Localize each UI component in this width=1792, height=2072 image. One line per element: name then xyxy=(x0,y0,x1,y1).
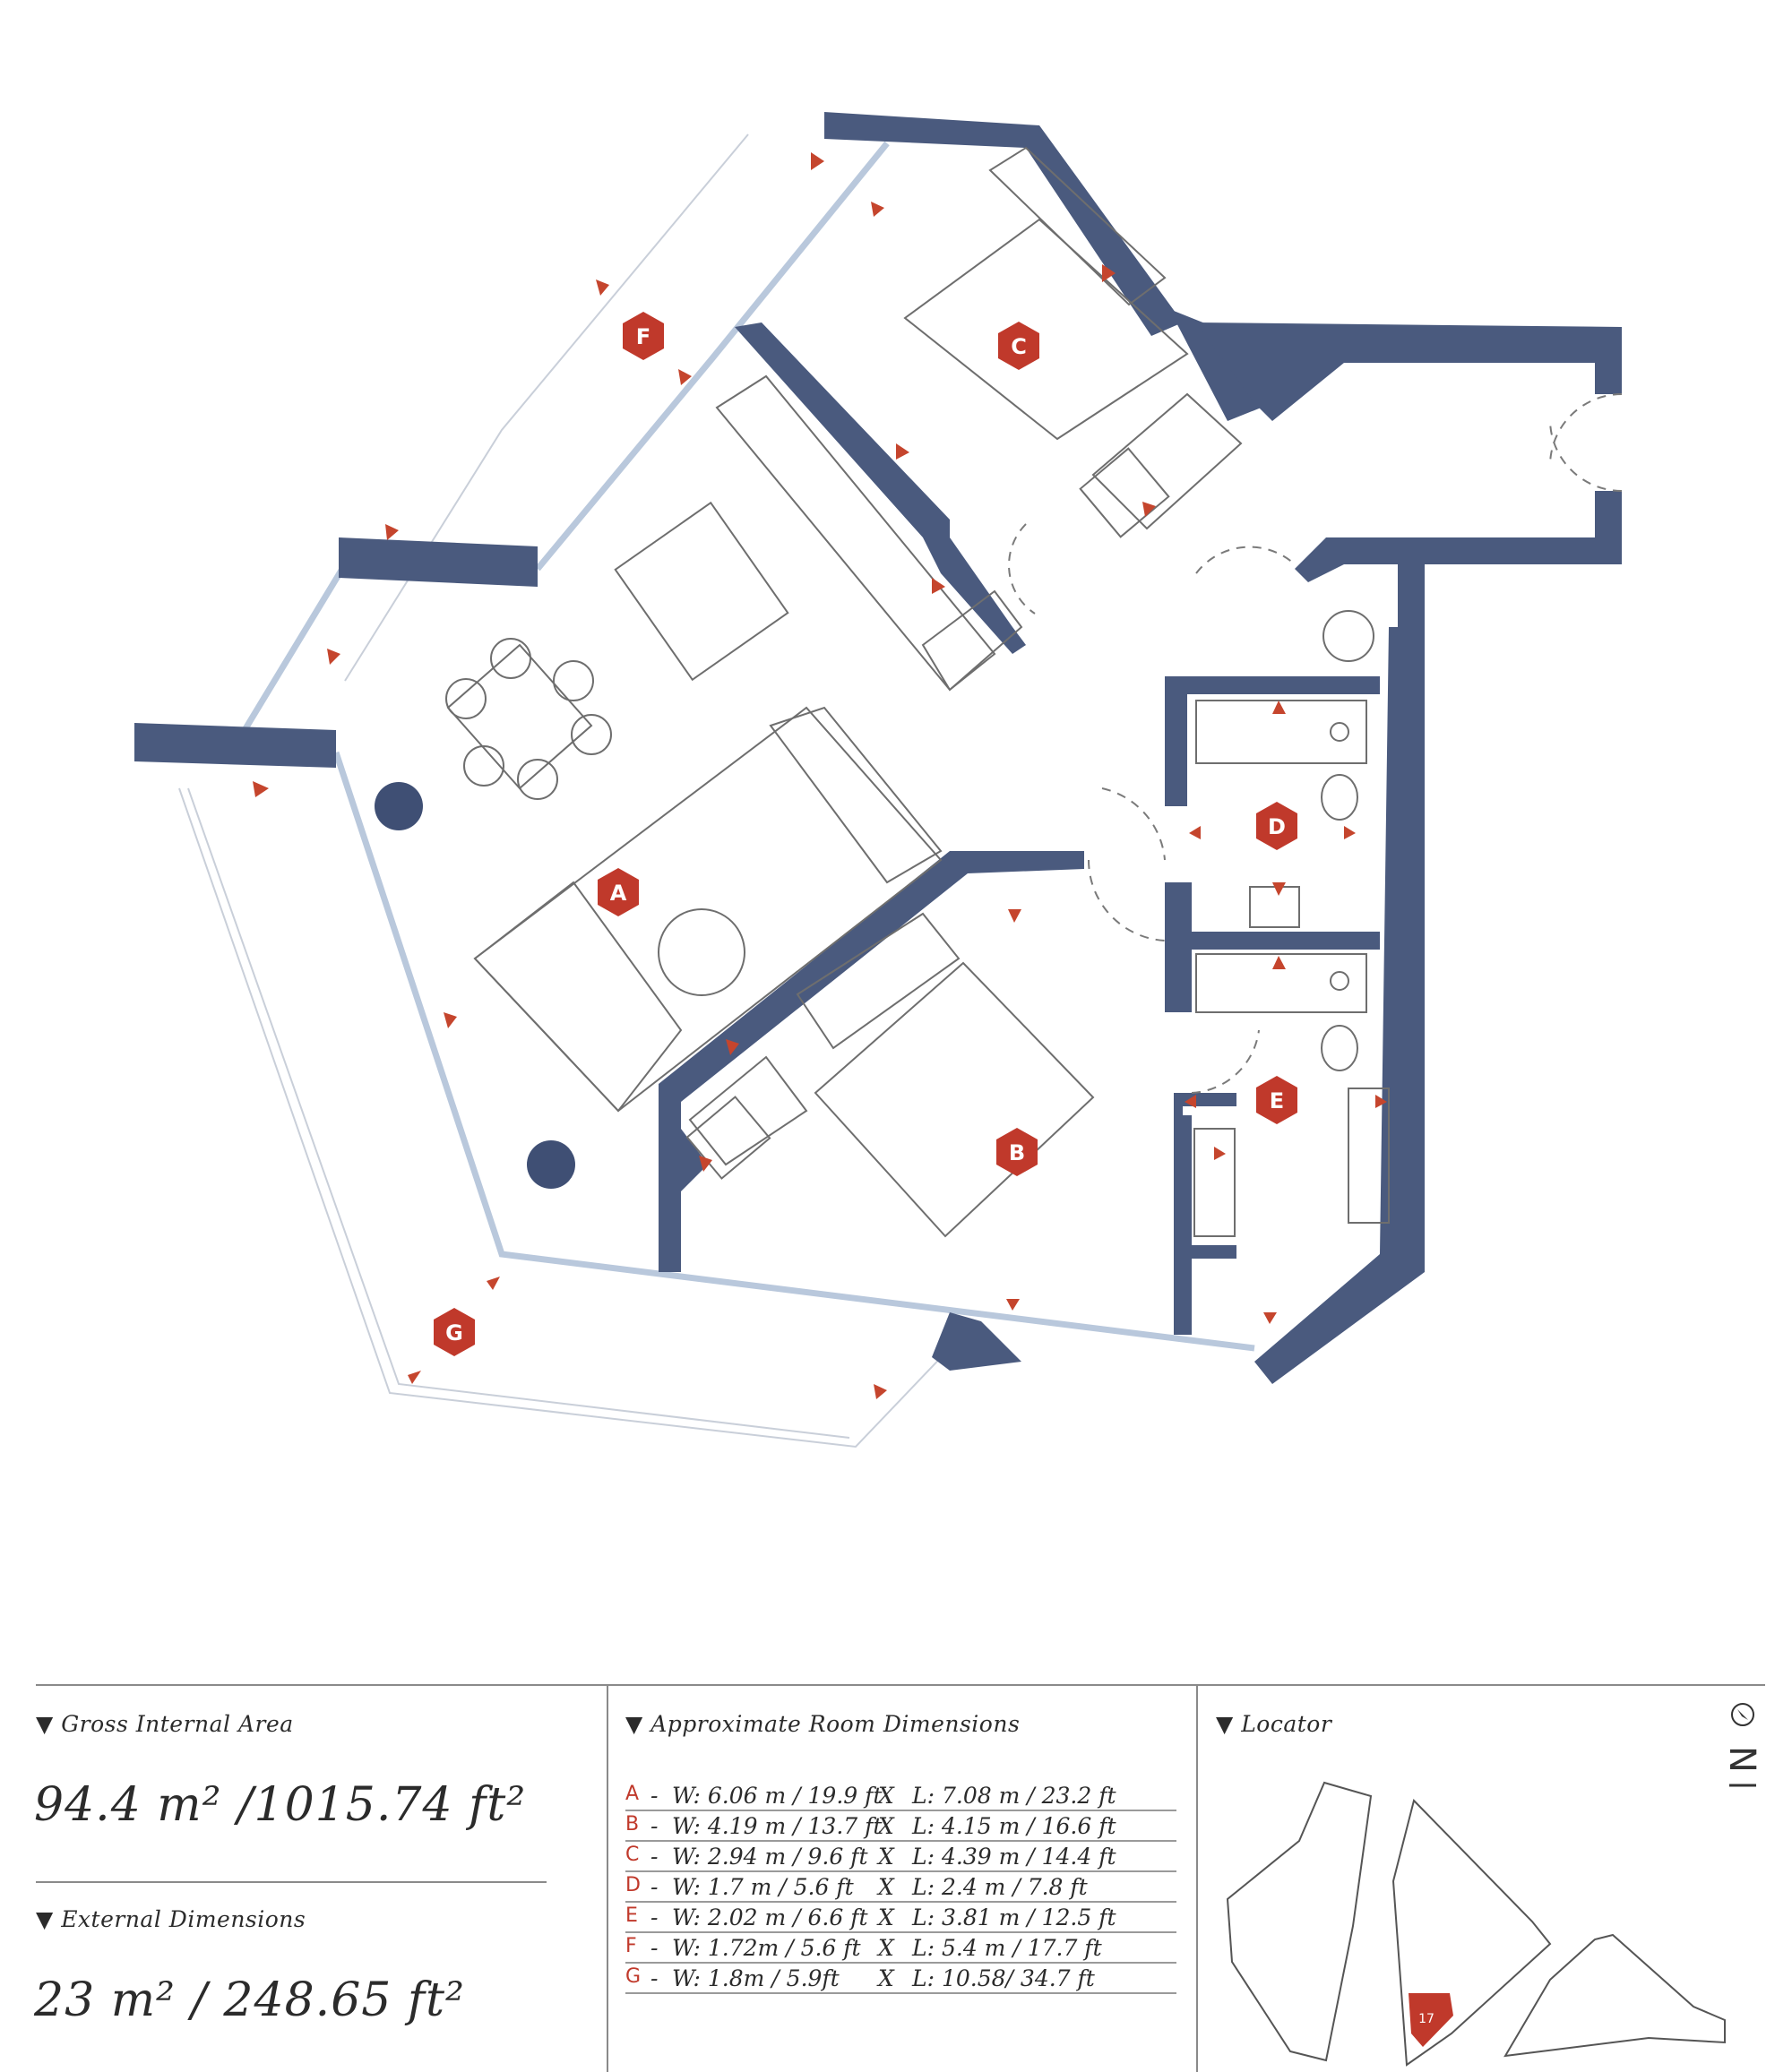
divider xyxy=(607,1686,608,2072)
doors xyxy=(1008,393,1623,1094)
north-label: N xyxy=(1725,1746,1761,1773)
room-badge-g: G xyxy=(434,1308,475,1356)
glazing xyxy=(239,141,1255,1352)
room-badge-label: C xyxy=(1011,334,1027,359)
room-badge-c: C xyxy=(998,322,1039,370)
divider xyxy=(36,1684,1765,1686)
dimension-width: W: 4.19 m / 13.7 ft xyxy=(672,1813,883,1839)
dimension-row: A - W: 6.06 m / 19.9 ft X L: 7.08 m / 23… xyxy=(625,1781,1176,1811)
room-dimensions-heading: ▼ Approximate Room Dimensions xyxy=(625,1711,1020,1737)
triangle-down-icon: ▼ xyxy=(625,1711,643,1737)
dimension-length: L: 2.4 m / 7.8 ft xyxy=(912,1874,1088,1900)
dimension-times: X xyxy=(878,1844,894,1870)
room-badge-a: A xyxy=(598,868,639,916)
external-dimensions-heading: ▼ External Dimensions xyxy=(36,1906,306,1932)
dimension-length: L: 5.4 m / 17.7 ft xyxy=(912,1935,1102,1961)
triangle-down-icon: ▼ xyxy=(36,1711,54,1737)
dimension-dash: - xyxy=(650,1965,659,1991)
dimension-row: D - W: 1.7 m / 5.6 ft X L: 2.4 m / 7.8 f… xyxy=(625,1872,1176,1903)
dimension-length: L: 4.39 m / 14.4 ft xyxy=(912,1844,1116,1870)
dimension-times: X xyxy=(878,1874,894,1900)
dimension-times: X xyxy=(878,1783,894,1809)
locator-heading-label: Locator xyxy=(1241,1711,1332,1737)
room-dimensions-heading-label: Approximate Room Dimensions xyxy=(650,1711,1021,1737)
building-outline xyxy=(1503,1933,1726,2058)
dimension-width: W: 6.06 m / 19.9 ft xyxy=(672,1783,883,1809)
room-badge-d: D xyxy=(1256,802,1297,850)
dimension-times: X xyxy=(878,1935,894,1961)
dimension-times: X xyxy=(878,1904,894,1930)
column xyxy=(375,782,423,830)
room-badge-e: E xyxy=(1256,1076,1297,1124)
dimension-dash: - xyxy=(650,1783,659,1809)
dimension-width: W: 1.8m / 5.9ft xyxy=(672,1965,840,1991)
divider xyxy=(36,1881,547,1883)
dimension-letter: B xyxy=(625,1813,640,1836)
dimension-dash: - xyxy=(650,1874,659,1900)
dimension-row: E - W: 2.02 m / 6.6 ft X L: 3.81 m / 12.… xyxy=(625,1903,1176,1933)
dimension-length: L: 3.81 m / 12.5 ft xyxy=(912,1904,1116,1930)
room-badge-label: D xyxy=(1268,814,1286,839)
room-badge-label: E xyxy=(1270,1088,1284,1113)
room-badge-label: B xyxy=(1009,1140,1025,1165)
dimension-dash: - xyxy=(650,1904,659,1930)
building-outline xyxy=(1226,1781,1373,2062)
dimension-letter: C xyxy=(625,1844,640,1866)
room-badge-label: A xyxy=(610,881,627,906)
info-panel: ▼ Gross Internal Area 94.4 m² /1015.74 f… xyxy=(0,1684,1792,2072)
locator-map: 17 xyxy=(1226,1781,1726,2067)
dimension-length: L: 10.58/ 34.7 ft xyxy=(912,1965,1095,1991)
external-dimensions-heading-label: External Dimensions xyxy=(61,1906,306,1932)
gross-area-value: 94.4 m² /1015.74 ft² xyxy=(34,1778,527,1832)
room-badge-f: F xyxy=(623,312,664,360)
room-badge-label: G xyxy=(445,1320,463,1346)
dimension-dash: - xyxy=(650,1935,659,1961)
dimension-letter: F xyxy=(625,1935,637,1957)
external-dimensions-value: 23 m² / 248.65 ft² xyxy=(34,1973,465,2027)
furniture xyxy=(445,146,1390,1238)
dimension-row: G - W: 1.8m / 5.9ft X L: 10.58/ 34.7 ft xyxy=(625,1964,1176,1994)
gross-area-heading-label: Gross Internal Area xyxy=(61,1711,294,1737)
dimension-length: L: 7.08 m / 23.2 ft xyxy=(912,1783,1116,1809)
dimension-width: W: 1.72m / 5.6 ft xyxy=(672,1935,861,1961)
dimension-letter: D xyxy=(625,1874,641,1896)
dimension-width: W: 2.94 m / 9.6 ft xyxy=(672,1844,868,1870)
triangle-down-icon: ▼ xyxy=(36,1906,54,1932)
view-arrows xyxy=(253,152,1387,1399)
gross-area-heading: ▼ Gross Internal Area xyxy=(36,1711,294,1737)
room-badge-b: B xyxy=(996,1128,1038,1176)
dimension-width: W: 1.7 m / 5.6 ft xyxy=(672,1874,854,1900)
floor-plan: A B C D E F G xyxy=(134,112,1623,1449)
dimension-times: X xyxy=(878,1965,894,1991)
dimension-row: F - W: 1.72m / 5.6 ft X L: 5.4 m / 17.7 … xyxy=(625,1933,1176,1964)
triangle-down-icon: ▼ xyxy=(1216,1711,1234,1737)
dimension-times: X xyxy=(878,1813,894,1839)
locator-heading: ▼ Locator xyxy=(1216,1711,1331,1737)
column xyxy=(527,1140,575,1189)
compass-icon xyxy=(1731,1703,1754,1726)
dimension-row: B - W: 4.19 m / 13.7 ft X L: 4.15 m / 16… xyxy=(625,1811,1176,1842)
dimension-row: C - W: 2.94 m / 9.6 ft X L: 4.39 m / 14.… xyxy=(625,1842,1176,1872)
divider xyxy=(1196,1686,1198,2072)
dimension-width: W: 2.02 m / 6.6 ft xyxy=(672,1904,868,1930)
building-outline xyxy=(1391,1799,1552,2067)
dimension-dash: - xyxy=(650,1844,659,1870)
dimension-dash: - xyxy=(650,1813,659,1839)
dimension-letter: A xyxy=(625,1783,640,1805)
locator-unit-highlight: 17 xyxy=(1409,1993,1453,2047)
balcony-outline xyxy=(178,133,951,1449)
dimension-length: L: 4.15 m / 16.6 ft xyxy=(912,1813,1116,1839)
room-badge-label: F xyxy=(636,324,650,349)
north-indicator: N xyxy=(1725,1703,1761,1787)
dimension-letter: E xyxy=(625,1904,638,1927)
dimension-letter: G xyxy=(625,1965,642,1988)
walls xyxy=(134,112,1622,1384)
locator-unit-number: 17 xyxy=(1418,2012,1434,2026)
